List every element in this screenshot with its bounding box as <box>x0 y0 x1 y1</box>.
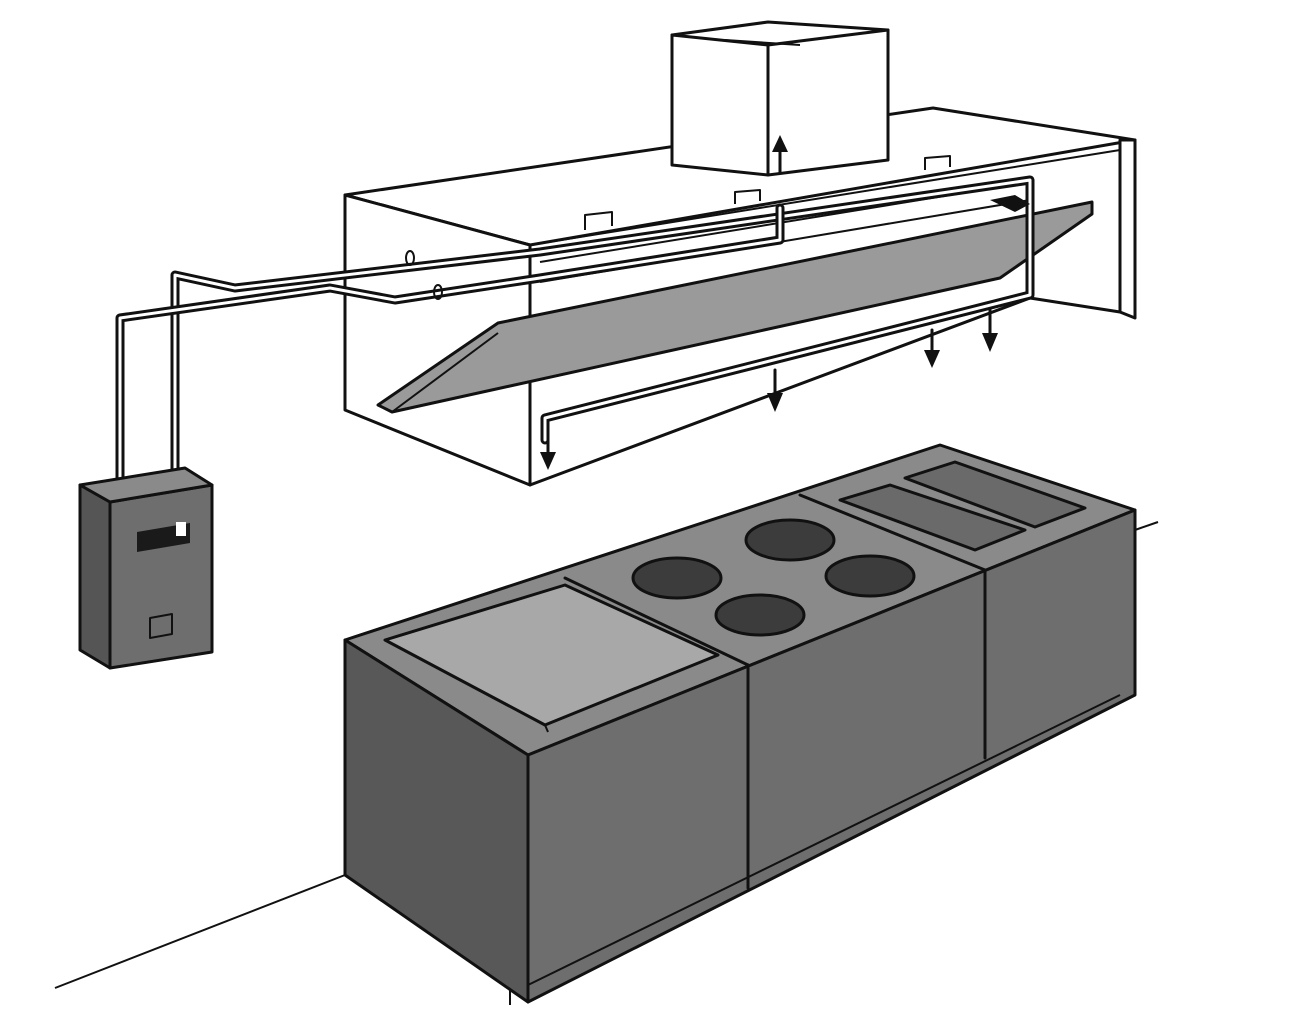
nozzle-arrow-4 <box>982 333 998 352</box>
suppression-piping <box>115 175 1035 490</box>
nozzle-arrow-3 <box>924 350 940 368</box>
nozzle-arrows <box>540 308 998 470</box>
plenum-nozzle-arrow <box>990 195 1030 212</box>
cooking-line-range <box>631 518 916 637</box>
burner-front <box>714 593 806 637</box>
panel-face <box>108 483 214 670</box>
nozzle-arrow-2 <box>767 393 783 412</box>
panel-front <box>78 483 112 670</box>
fryer-well-right <box>903 460 1087 529</box>
grease-filter <box>376 200 1094 414</box>
hood-right-end <box>1118 138 1137 320</box>
airflow-up-arrow <box>772 135 788 152</box>
cooking-line-griddle <box>383 583 720 733</box>
control-panel <box>78 466 214 670</box>
duct-side <box>766 28 890 177</box>
panel-button <box>149 613 173 639</box>
burner-right <box>824 554 916 598</box>
cooking-line-fryer <box>838 460 1087 552</box>
panel-top <box>78 466 214 504</box>
burner-left <box>631 556 723 600</box>
griddle-plate <box>383 583 720 727</box>
panel-indicator <box>176 522 186 536</box>
nozzle-arrow-1 <box>540 452 556 470</box>
floor-lines <box>54 521 1159 989</box>
duct-front <box>670 33 770 177</box>
fryer-well-left <box>838 483 1027 552</box>
burner-back <box>744 518 836 562</box>
cooking-line-front <box>526 508 1137 1004</box>
exhaust-duct <box>670 20 890 177</box>
